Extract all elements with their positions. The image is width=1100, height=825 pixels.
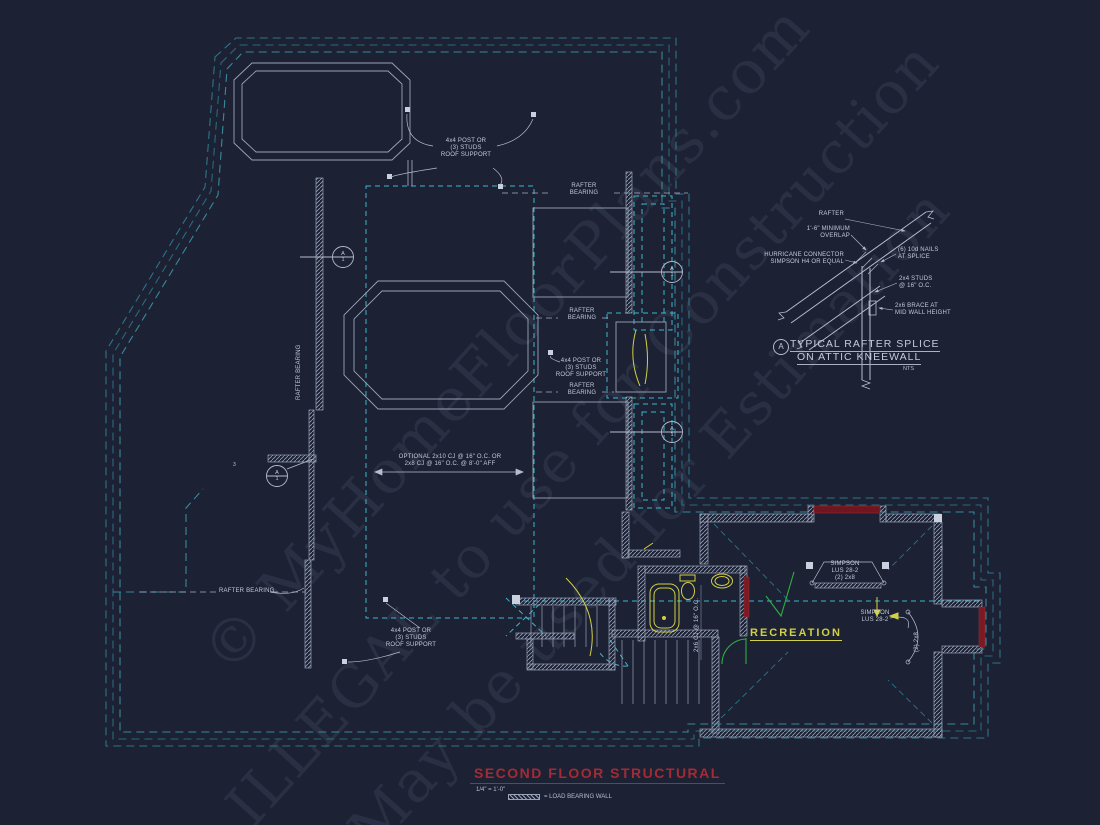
detail-title-line2: ON ATTIC KNEEWALL [797, 351, 922, 365]
post-count-note-1: 3 [233, 462, 236, 468]
rafter-bearing-note-2: RAFTER BEARING [567, 308, 597, 321]
rafter-bearing-note-3: RAFTER BEARING [567, 383, 597, 396]
detail-callouts [266, 246, 683, 487]
sheet-scale: 1/4" = 1'-0" [476, 787, 506, 793]
detail-label-nails: (6) 10d NAILS AT SPLICE [898, 247, 939, 260]
detail-label-overlap: 1'-6" MINIMUM OVERLAP [806, 226, 850, 239]
room-label-recreation: RECREATION [750, 627, 842, 641]
detail-marker-circle [773, 339, 789, 355]
detail-marker: A [770, 336, 792, 358]
red-headers [743, 505, 986, 648]
flue-arc [632, 329, 641, 387]
legend-label: = LOAD BEARING WALL [544, 794, 612, 800]
beam-note-vertical: (2) 2x8 [914, 631, 920, 652]
detail-label-rafter: RAFTER [818, 211, 844, 217]
simpson-hanger-note-2: SIMPSON LUS 28-2 [860, 610, 890, 623]
detail-label-brace: 2x6 BRACE AT MID WALL HEIGHT [895, 303, 951, 316]
detail-scale: NTS [903, 366, 914, 372]
callout-number: 1 [341, 257, 345, 263]
detail-label-hurricane: HURRICANE CONNECTOR SIMPSON H4 OR EQUAL [764, 252, 844, 265]
toilet-fixture [679, 574, 696, 582]
callout-letter: A [341, 251, 345, 257]
sheet-title: SECOND FLOOR STRUCTURAL [470, 765, 725, 784]
callout-letter: A [670, 266, 674, 272]
callout-number: 1 [670, 272, 674, 278]
legend-row: = LOAD BEARING WALL [508, 794, 612, 800]
detail-marker-letter: A [778, 342, 784, 351]
roof-overhang-outline [105, 37, 1001, 747]
rafter-bearing-note-vertical: RAFTER BEARING [296, 344, 302, 400]
post-count-note-2: 3 [940, 546, 943, 552]
rafter-bearing-note-4: RAFTER BEARING [219, 588, 275, 594]
callout-number: 1 [670, 432, 674, 438]
bathtub-fixture [649, 583, 680, 633]
wall-posts [342, 107, 942, 664]
hanger-bracket [811, 561, 885, 584]
post-support-note-bottom: 4x4 POST OR (3) STUDS ROOF SUPPORT [385, 628, 437, 648]
detail-label-studs: 2x4 STUDS @ 16" O.C. [899, 276, 933, 289]
plumbing-fixtures [565, 329, 899, 657]
stair-arc [565, 577, 593, 657]
optional-joist-note: OPTIONAL 2x10 CJ @ 16" O.C. OR 2x8 CJ @ … [398, 454, 502, 467]
stair-treads [530, 606, 700, 704]
callout-a1-4: A 1 [266, 465, 288, 487]
load-bearing-walls [267, 171, 983, 738]
post-support-note-top: 4x4 POST OR (3) STUDS ROOF SUPPORT [440, 138, 492, 158]
callout-letter: A [275, 470, 279, 476]
callout-a1-1: A 1 [332, 246, 354, 268]
callout-letter: A [670, 426, 674, 432]
roof-hip-lines [713, 523, 933, 726]
callout-a1-3: A 1 [661, 421, 683, 443]
leader-lines [269, 113, 919, 665]
callout-a1-2: A 1 [661, 261, 683, 283]
door-swings [721, 571, 795, 665]
joist-note-vertical: 2x6 CJ @ 16" O.C. [694, 597, 700, 652]
rafter-splice-detail [773, 210, 935, 390]
rafter-bearing-note-1: RAFTER BEARING [569, 183, 599, 196]
simpson-hanger-note-1: SIMPSON LUS 28-2 (2) 2x8 [830, 561, 860, 581]
callout-number: 1 [275, 476, 279, 482]
load-bearing-wall-symbol [508, 794, 540, 800]
beam-bracket [907, 611, 919, 663]
detail-title-line1: TYPICAL RAFTER SPLICE [790, 338, 940, 352]
post-support-note-mid: 4x4 POST OR (3) STUDS ROOF SUPPORT [555, 358, 607, 378]
sink-fixture [711, 573, 733, 589]
